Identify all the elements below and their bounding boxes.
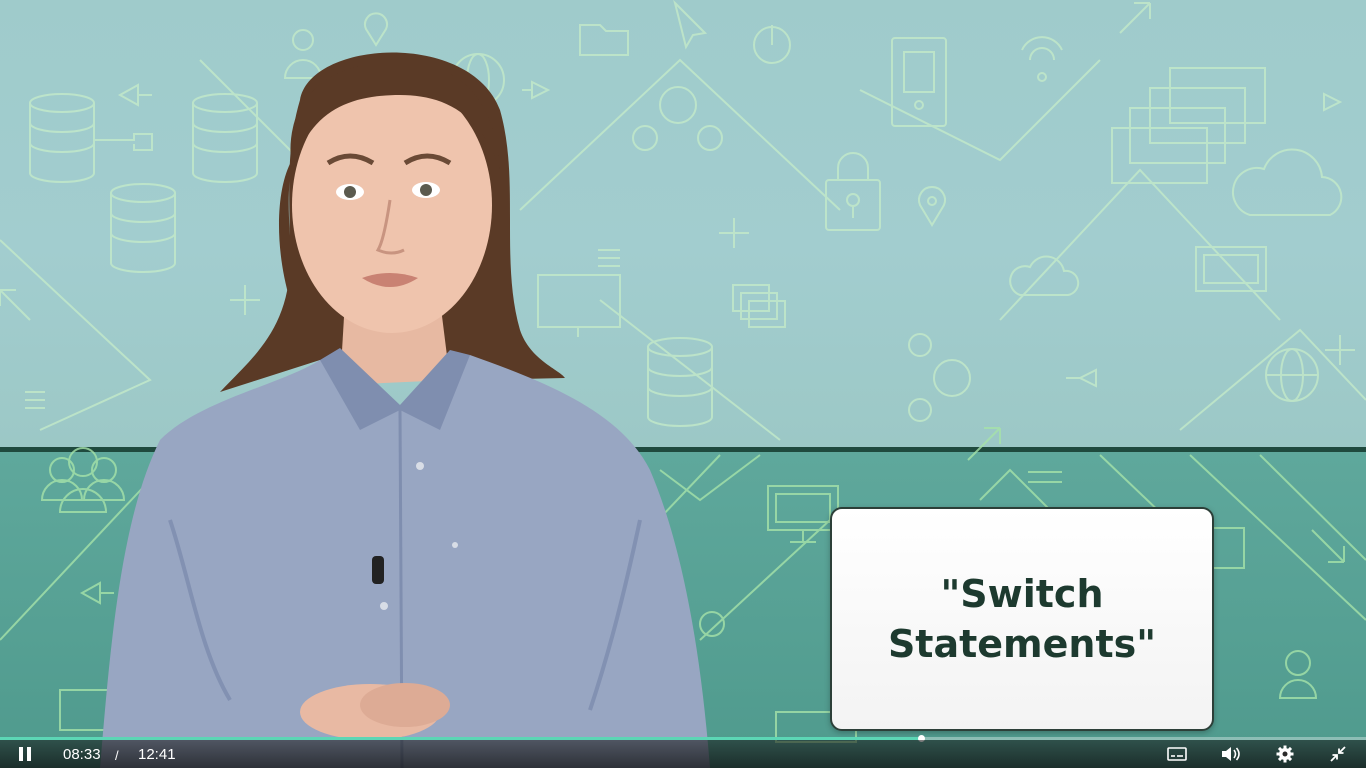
volume-button[interactable]	[1220, 744, 1242, 764]
database-icon-1	[29, 93, 95, 183]
player-control-bar: 08:33 / 12:41	[0, 740, 1366, 768]
captions-button[interactable]	[1166, 744, 1188, 764]
title-card: "Switch Statements"	[830, 507, 1214, 731]
progress-scrubber[interactable]	[917, 735, 925, 742]
gear-icon	[1276, 745, 1294, 763]
background-divider	[0, 447, 1366, 452]
settings-button[interactable]	[1274, 744, 1296, 764]
presenter	[100, 52, 710, 768]
pause-button[interactable]	[14, 744, 36, 764]
captions-icon	[1167, 747, 1187, 761]
progress-bar[interactable]	[0, 735, 1366, 742]
progress-fill	[0, 737, 921, 740]
title-card-text: "Switch Statements"	[887, 572, 1157, 666]
volume-icon	[1222, 747, 1240, 761]
time-separator: /	[115, 748, 119, 763]
pause-icon	[19, 747, 31, 761]
duration: 12:41	[138, 746, 176, 763]
exit-fullscreen-icon	[1330, 746, 1346, 762]
current-time: 08:33	[63, 746, 101, 763]
exit-fullscreen-button[interactable]	[1327, 744, 1349, 764]
